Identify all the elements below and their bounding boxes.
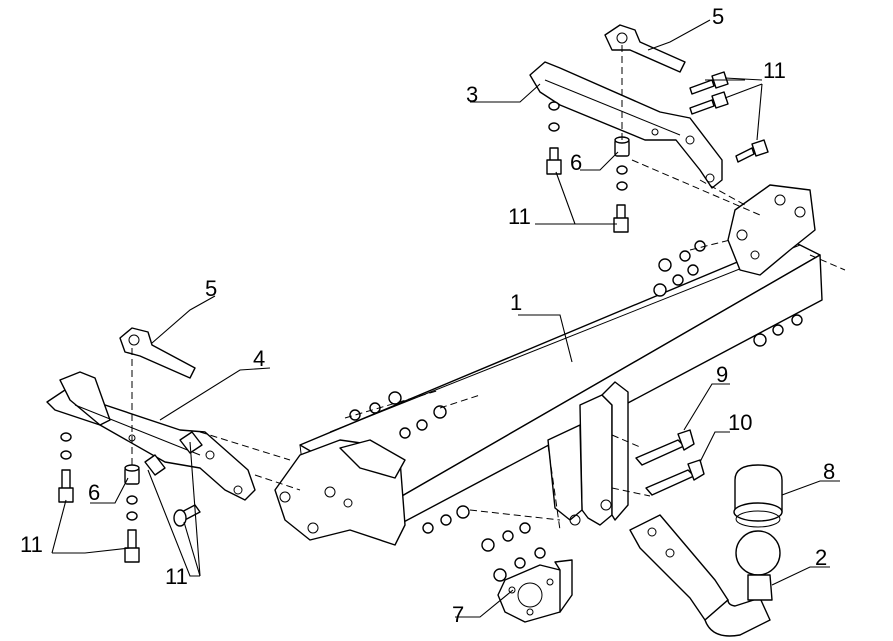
callout-11-top-left: 11 xyxy=(508,204,531,229)
strap-5-left xyxy=(119,327,196,379)
socket-plate xyxy=(497,559,573,623)
callout-11-top-right: 11 xyxy=(763,58,786,83)
bolt-9 xyxy=(635,429,695,466)
bracket-4 xyxy=(46,371,256,501)
assembly-lines xyxy=(131,45,846,531)
right-mount-plate xyxy=(727,184,816,276)
washers-top-stack xyxy=(60,101,628,521)
nuts-right-end xyxy=(653,240,803,347)
bracket-3 xyxy=(529,61,723,189)
bolt-11-top-b xyxy=(613,204,629,233)
callout-11-left: 11 xyxy=(20,532,43,557)
tow-ball xyxy=(735,530,781,576)
bolt-11-top-a xyxy=(546,147,562,175)
nuts-center-bottom xyxy=(481,522,546,582)
callout-1: 1 xyxy=(510,290,522,315)
callouts: 5 11 3 6 11 5 1 4 9 10 8 6 11 2 11 7 xyxy=(20,4,835,627)
strap-5-top xyxy=(604,24,686,73)
nuts-left-end xyxy=(349,391,470,534)
callout-7: 7 xyxy=(452,602,464,627)
callout-3: 3 xyxy=(466,82,478,107)
ball-neck xyxy=(629,514,781,637)
spacer-6-left xyxy=(124,464,140,485)
bolts-11-left xyxy=(144,431,203,527)
callout-5-left: 5 xyxy=(205,276,217,301)
callout-6-left: 6 xyxy=(88,480,100,505)
callout-8: 8 xyxy=(823,459,835,484)
callout-11-bottom: 11 xyxy=(165,564,188,589)
bolt-11-left-a xyxy=(58,469,74,503)
bolt-11-left-b xyxy=(124,529,140,563)
callout-10: 10 xyxy=(728,410,752,435)
callout-5-top: 5 xyxy=(712,4,724,29)
ball-cover xyxy=(733,464,783,528)
callout-6-top: 6 xyxy=(570,150,582,175)
center-hanger-bracket xyxy=(547,381,651,526)
bolt-10 xyxy=(645,459,705,496)
leader-lines xyxy=(51,19,840,618)
callout-9: 9 xyxy=(716,362,728,387)
callout-2: 2 xyxy=(815,545,827,570)
callout-4: 4 xyxy=(253,346,265,371)
